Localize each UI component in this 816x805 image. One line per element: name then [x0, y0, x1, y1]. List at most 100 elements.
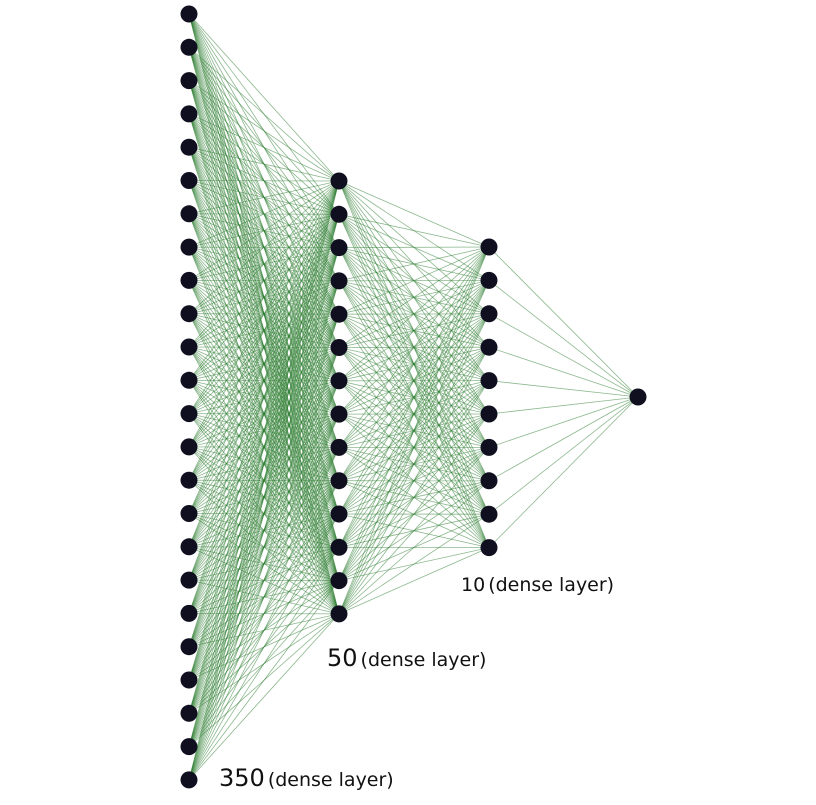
edge	[188, 380, 340, 781]
neuron-node-layer-input	[180, 704, 198, 722]
neuron-node-layer-input	[180, 72, 198, 90]
edge	[338, 447, 490, 615]
edge	[188, 347, 340, 781]
edge	[338, 246, 490, 249]
edge	[188, 214, 340, 781]
edge	[338, 246, 490, 448]
edge	[338, 246, 490, 581]
edge	[338, 246, 490, 515]
neuron-node-layer-output	[629, 388, 647, 406]
neuron-node-layer-input	[180, 338, 198, 356]
neuron-node-layer-input	[180, 138, 198, 156]
edge	[188, 180, 340, 348]
edge	[188, 180, 340, 448]
neuron-node-layer-input	[180, 438, 198, 456]
edge	[338, 246, 490, 315]
neuron-node-layer-hidden-1	[330, 339, 348, 356]
neuron-node-layer-hidden-2	[480, 305, 498, 323]
neuron-node-layer-input	[180, 172, 198, 189]
layer-type: (dense layer)	[267, 769, 394, 791]
edge	[488, 396, 639, 448]
edge	[338, 480, 490, 615]
edge	[188, 513, 340, 781]
edge	[488, 346, 639, 398]
edge	[488, 396, 639, 515]
layer-type: (dense layer)	[360, 649, 487, 671]
neuron-node-layer-hidden-1	[330, 538, 348, 556]
layer-label-350: 350(dense layer)	[219, 766, 394, 790]
edge	[188, 413, 340, 781]
neuron-node-layer-hidden-2	[480, 438, 498, 456]
neuron-node-layer-input	[180, 604, 198, 622]
edge	[188, 180, 340, 614]
neuron-node-layer-input	[180, 671, 198, 689]
layer-count: 350	[219, 764, 265, 792]
edge	[188, 180, 340, 780]
layer-label-10: 10(dense layer)	[461, 576, 614, 595]
neuron-node-layer-hidden-2	[480, 271, 498, 289]
edge	[338, 246, 490, 481]
neuron-node-layer-input	[180, 538, 198, 556]
neuron-node-layer-input	[180, 5, 198, 23]
neuron-node-layer-hidden-2	[480, 238, 498, 256]
layer-count: 10	[461, 574, 486, 596]
neuron-node-layer-input	[180, 405, 198, 423]
edge	[188, 180, 340, 581]
edge	[188, 180, 340, 182]
layer-count: 50	[327, 644, 358, 672]
edge	[338, 547, 490, 615]
edge	[188, 180, 340, 381]
edge	[188, 314, 340, 781]
edge	[188, 180, 340, 681]
edge	[488, 380, 639, 398]
edge	[188, 280, 340, 781]
layer-type: (dense layer)	[488, 574, 615, 596]
edge	[188, 180, 340, 714]
edge	[188, 13, 340, 182]
edge	[188, 580, 340, 781]
edge	[338, 280, 490, 615]
neuron-node-layer-input	[180, 271, 198, 289]
neuron-node-layer-input	[180, 105, 198, 123]
neuron-node-layer-hidden-2	[480, 338, 498, 356]
edge	[188, 613, 340, 781]
edge	[188, 247, 340, 781]
edge	[188, 180, 340, 747]
edge	[488, 246, 639, 398]
layer-label-50: 50(dense layer)	[327, 646, 486, 670]
neuron-node-layer-hidden-1	[330, 572, 348, 590]
edge	[338, 246, 490, 615]
edge	[488, 280, 639, 398]
neuron-node-layer-hidden-1	[330, 505, 348, 523]
edge	[338, 413, 490, 615]
edge	[188, 180, 340, 281]
edge	[188, 47, 340, 182]
neuron-node-layer-hidden-1	[330, 372, 348, 390]
edge	[488, 396, 639, 415]
neuron-node-layer-hidden-1	[330, 205, 348, 223]
neuron-nodes	[180, 5, 647, 789]
edge	[188, 180, 340, 481]
edge	[188, 180, 340, 314]
neuron-node-layer-hidden-2	[480, 405, 498, 423]
edge	[338, 246, 490, 415]
neuron-node-layer-input	[180, 305, 198, 323]
neuron-node-layer-input	[180, 571, 198, 589]
neuron-node-layer-hidden-2	[480, 372, 498, 390]
edge	[188, 113, 340, 182]
edge	[338, 347, 490, 615]
edge	[188, 146, 340, 182]
edge	[188, 180, 340, 547]
edge	[338, 213, 490, 248]
neuron-node-layer-hidden-1	[330, 239, 348, 257]
neuron-node-layer-hidden-1	[330, 272, 348, 290]
neuron-node-layer-hidden-1	[330, 305, 348, 323]
neuron-node-layer-hidden-1	[330, 172, 348, 190]
edge	[338, 380, 490, 615]
edge	[188, 480, 340, 781]
neuron-node-layer-hidden-2	[480, 472, 498, 490]
neuron-node-layer-input	[180, 38, 198, 56]
edge	[188, 547, 340, 781]
edge	[188, 180, 340, 647]
